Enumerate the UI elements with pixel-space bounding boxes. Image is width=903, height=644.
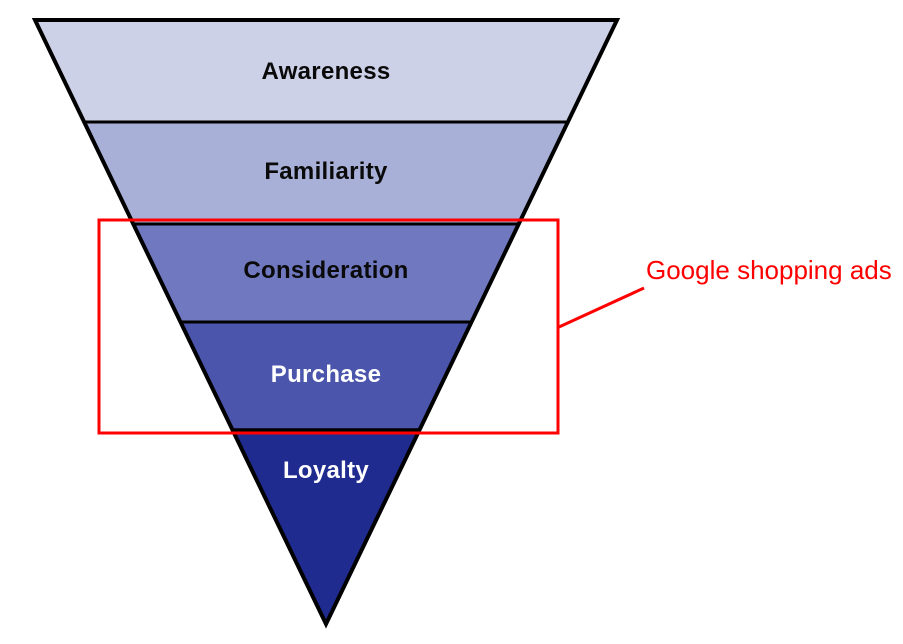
- annotation-connector-line: [558, 286, 645, 329]
- funnel-outline: [31, 18, 621, 629]
- funnel-stage-familiarity: [84, 122, 568, 224]
- annotation-label: Google shopping ads: [646, 255, 892, 285]
- highlight-box: [97, 218, 560, 435]
- funnel-stage-awareness: [35, 20, 617, 122]
- funnel-stage-loyalty: [232, 430, 420, 624]
- funnel-stage-purchase: [180, 322, 472, 430]
- funnel-stage-consideration: [133, 224, 519, 322]
